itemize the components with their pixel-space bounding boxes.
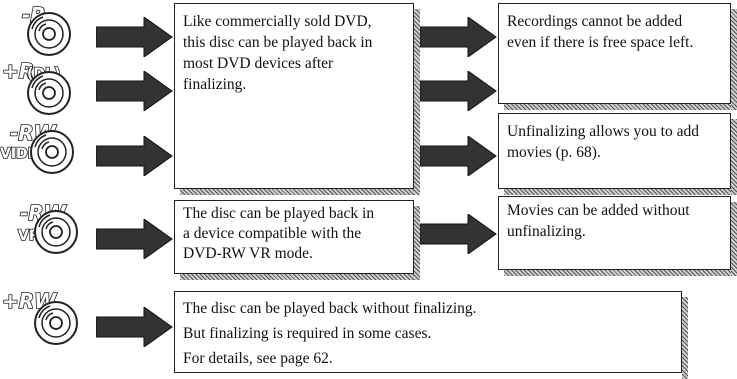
box-text-line: But finalizing is required in some cases… xyxy=(183,325,432,342)
right-arrow-icon xyxy=(96,71,173,111)
box-text-line: The disc can be played back in xyxy=(183,205,375,222)
box-text-line: Recordings cannot be added xyxy=(507,13,683,30)
box-text-line: The disc can be played back without fina… xyxy=(183,300,477,317)
disc-icon: -RW VIDEO xyxy=(0,120,74,174)
box-text-line: finalizing. xyxy=(183,76,247,93)
box-text-line: Like commercially sold DVD, xyxy=(183,13,372,30)
vr-add-box: Movies can be added without unfinalizing… xyxy=(498,196,737,276)
disc-label-dvd-r: -R xyxy=(0,0,75,60)
right-arrow-icon xyxy=(96,219,173,259)
box-text-line: DVD-RW VR mode. xyxy=(183,245,313,262)
disc-icon: +R (DL) xyxy=(1,58,71,115)
no-add-box: Recordings cannot be added even if there… xyxy=(498,3,737,110)
disc-icon: -R xyxy=(21,2,71,56)
disc-icon: -RW VR xyxy=(17,200,78,254)
disc-logo-text: +R xyxy=(2,59,34,83)
right-arrow-icon xyxy=(420,136,497,176)
right-arrow-icon xyxy=(96,17,173,57)
disc-label-dvd-plus-r-dl: +R (DL) xyxy=(0,57,75,117)
right-arrow-icon xyxy=(420,71,497,111)
box-text-line: most DVD devices after xyxy=(183,55,334,72)
box-text-line: For details, see page 62. xyxy=(183,350,333,367)
box-text-line: unfinalizing. xyxy=(507,223,586,240)
box-text-line: a device compatible with the xyxy=(183,225,362,242)
box-text-line: Movies can be added without xyxy=(507,202,690,219)
right-arrow-icon xyxy=(96,136,173,176)
box-text-line: this disc can be played back in xyxy=(183,34,373,51)
disc-label-dvd-plus-rw: +RW xyxy=(0,286,78,346)
box-text-line: Unfinalizing allows you to add xyxy=(507,123,699,140)
disc-label-dvd-rw-vr: -RW VR xyxy=(0,198,78,258)
plusrw-playback-box: The disc can be played back without fina… xyxy=(174,291,688,379)
box-text-line: even if there is free space left. xyxy=(507,34,694,51)
right-arrow-icon xyxy=(96,307,173,347)
right-arrow-icon xyxy=(420,17,497,57)
finalize-playback-box: Like commercially sold DVD, this disc ca… xyxy=(174,3,420,195)
disc-label-dvd-rw-video: -RW VIDEO xyxy=(0,118,75,178)
unfinalize-add-box: Unfinalizing allows you to add movies (p… xyxy=(498,113,737,195)
right-arrow-icon xyxy=(420,214,497,254)
vr-playback-box: The disc can be played back in a device … xyxy=(174,200,420,280)
disc-icon: +RW xyxy=(1,288,78,345)
box-text-line: movies (p. 68). xyxy=(507,144,601,161)
